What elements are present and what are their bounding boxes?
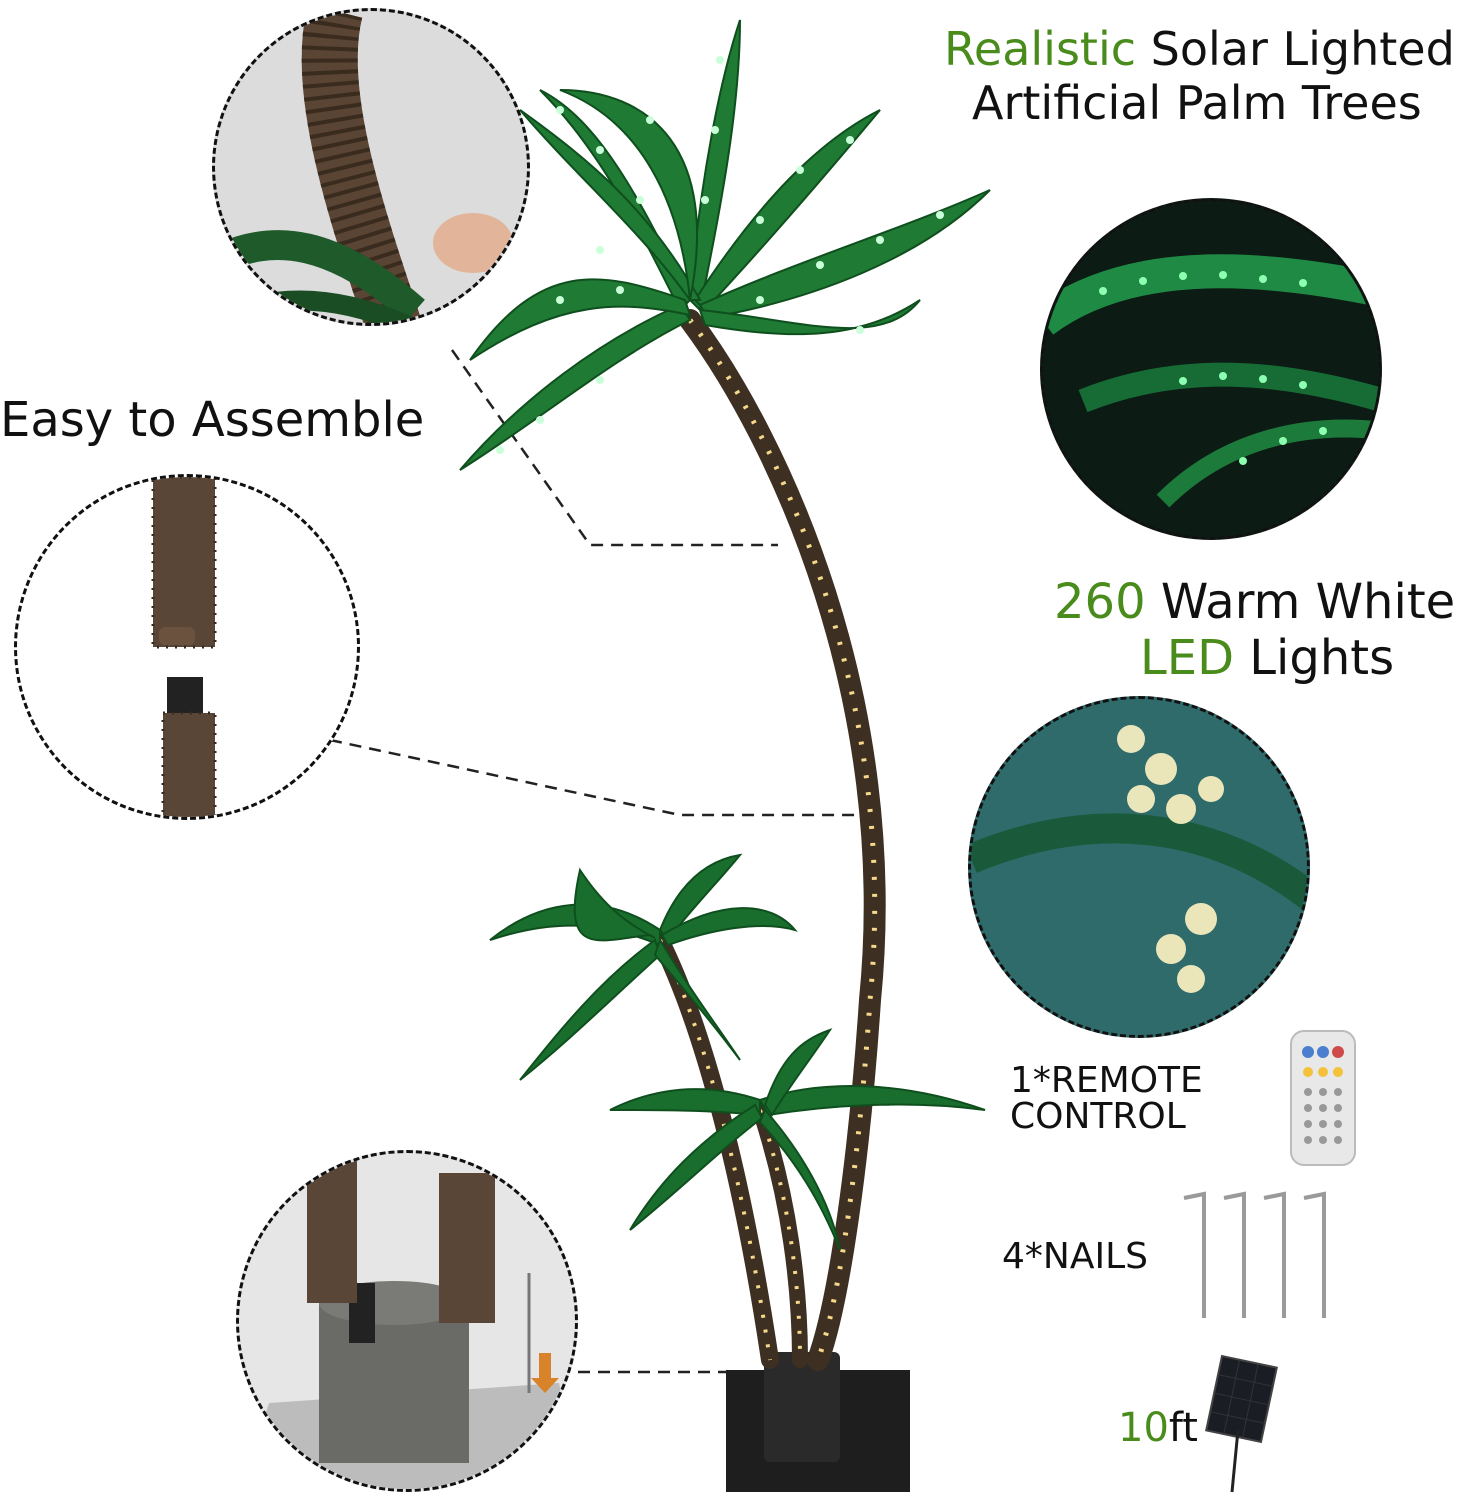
base-pot — [764, 1352, 840, 1462]
headline-line1: Realistic Solar Lighted — [944, 22, 1455, 76]
main-crown — [459, 19, 991, 471]
detail-circle-connector — [14, 474, 360, 820]
lights-label-line2: LED Lights — [1140, 630, 1394, 686]
nails-label: 4*NAILS — [1002, 1236, 1148, 1277]
headline-accent: Realistic — [944, 22, 1137, 76]
headline-line2: Artificial Palm Trees — [972, 76, 1422, 130]
main-trunk — [679, 309, 886, 1371]
remote-label-line2: CONTROL — [1010, 1096, 1186, 1137]
detail-circle-base — [236, 1150, 578, 1492]
remote-control-image — [1290, 1030, 1356, 1166]
lower-crown-2 — [609, 1028, 986, 1251]
detail-circle-green-leds — [1040, 198, 1382, 540]
remote-label-line1: 1*REMOTE — [1010, 1060, 1203, 1101]
detail-circle-warm-leds — [968, 696, 1310, 1038]
lights-tail: Lights — [1234, 630, 1395, 686]
lower-crown-1 — [489, 853, 798, 1081]
cable-length-number: 10 — [1118, 1405, 1169, 1451]
cable-length-unit: ft — [1168, 1405, 1198, 1451]
detail-circle-trunk-wrap — [212, 8, 530, 326]
lights-count: 260 — [1054, 574, 1146, 630]
headline-line1-rest: Solar Lighted — [1136, 22, 1455, 76]
cable-length-label: 10ft — [1118, 1406, 1198, 1450]
lights-led: LED — [1140, 630, 1235, 686]
assemble-label: Easy to Assemble — [0, 392, 425, 448]
lights-label-line1: 260 Warm White — [1054, 574, 1455, 630]
lights-rest: Warm White — [1145, 574, 1456, 630]
crown-led-dots — [496, 56, 944, 454]
